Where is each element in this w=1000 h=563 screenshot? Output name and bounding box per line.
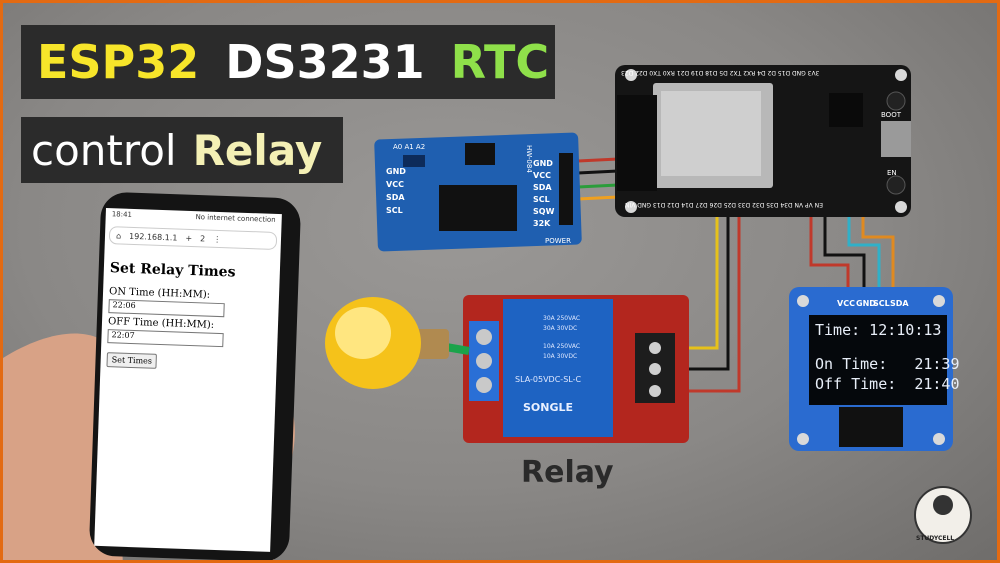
title-relay: Relay (192, 125, 323, 175)
title-rtc: RTC (450, 35, 550, 89)
relay-module (463, 295, 689, 443)
rtc-pin-32k: 32K (533, 219, 551, 228)
relay-caption: Relay (521, 455, 614, 490)
browser-url[interactable]: 192.168.1.1 (128, 231, 178, 243)
esp32-en-label: EN (887, 169, 897, 177)
esp32-board (615, 65, 911, 217)
rtc-left-pin-scl: SCL (386, 206, 403, 215)
rtc-address-label: A0 A1 A2 (393, 143, 426, 151)
title-control: control (31, 125, 177, 175)
home-icon[interactable]: ⌂ (115, 230, 122, 241)
rtc-module (374, 132, 582, 252)
relay-brand: SONGLE (523, 401, 574, 414)
rtc-pin-gnd: GND (533, 159, 553, 168)
rtc-left-pin-sda: SDA (386, 193, 405, 202)
oled-on-time-line: On Time: 21:39 (815, 355, 960, 373)
esp32-bottom-pin-labels: EN VP VN D34 D35 D32 D33 D25 D26 D27 D14… (625, 201, 823, 208)
phone-network-status: No internet connection (195, 213, 276, 224)
oled-off-time-line: Off Time: 21:40 (815, 375, 960, 393)
esp32-top-pin-labels: 3V3 GND D15 D2 D4 RX2 TX2 D5 D18 D19 D21… (621, 69, 820, 76)
phone-screen: 18:41 No internet connection ⌂ 192.168.1… (94, 208, 282, 552)
oled-wires (809, 215, 895, 295)
oled-pin-gnd: GND (856, 299, 876, 308)
logo-text: STUDYCELL (916, 535, 955, 542)
studycell-logo (914, 486, 972, 544)
esp32-boot-label: BOOT (881, 111, 901, 119)
oled-time-line: Time: 12:10:13 (815, 321, 942, 339)
tab-count[interactable]: 2 (199, 233, 206, 243)
relay-rating-3: 10A 250VAC (543, 343, 581, 350)
phone-status-time: 18:41 (111, 210, 133, 219)
rtc-left-pin-vcc: VCC (386, 180, 404, 189)
oled-pin-vcc: VCC (837, 299, 855, 308)
rtc-power-label: POWER (545, 237, 571, 245)
rtc-pin-scl: SCL (533, 195, 550, 204)
relay-rating-4: 10A 30VDC (543, 353, 578, 360)
page-title: Set Relay Times (109, 260, 236, 281)
rtc-left-pin-gnd: GND (386, 167, 406, 176)
title-esp32: ESP32 (37, 35, 200, 89)
rtc-pin-vcc: VCC (533, 171, 551, 180)
oled-pin-scl: SCL (873, 299, 890, 308)
relay-web-page: Set Relay Times ON Time (HH:MM): 22:06 O… (100, 246, 280, 381)
oled-pin-sda: SDA (890, 299, 909, 308)
set-times-button[interactable]: Set Times (106, 352, 158, 369)
relay-model: SLA-05VDC-SL-C (515, 375, 582, 384)
title-banner-2: control Relay (21, 117, 343, 183)
relay-rating-2: 30A 30VDC (543, 325, 578, 332)
rtc-board-label: HW-084 (525, 145, 533, 173)
relay-rating-1: 30A 250VAC (543, 315, 581, 322)
rtc-pin-sqw: SQW (533, 207, 555, 216)
title-banner-1: ESP32 DS3231 RTC (21, 25, 555, 99)
oled-screen: Time: 12:10:13 On Time: 21:39 Off Time: … (809, 315, 960, 405)
title-ds3231: DS3231 (225, 35, 425, 89)
off-time-input[interactable]: 22:07 (107, 329, 224, 348)
menu-icon[interactable]: ⋮ (213, 234, 222, 244)
rtc-wires (577, 157, 619, 201)
light-bulb (325, 297, 470, 389)
on-time-input[interactable]: 22:06 (108, 299, 225, 318)
rtc-pin-sda: SDA (533, 183, 552, 192)
new-tab-icon[interactable]: + (185, 233, 193, 243)
